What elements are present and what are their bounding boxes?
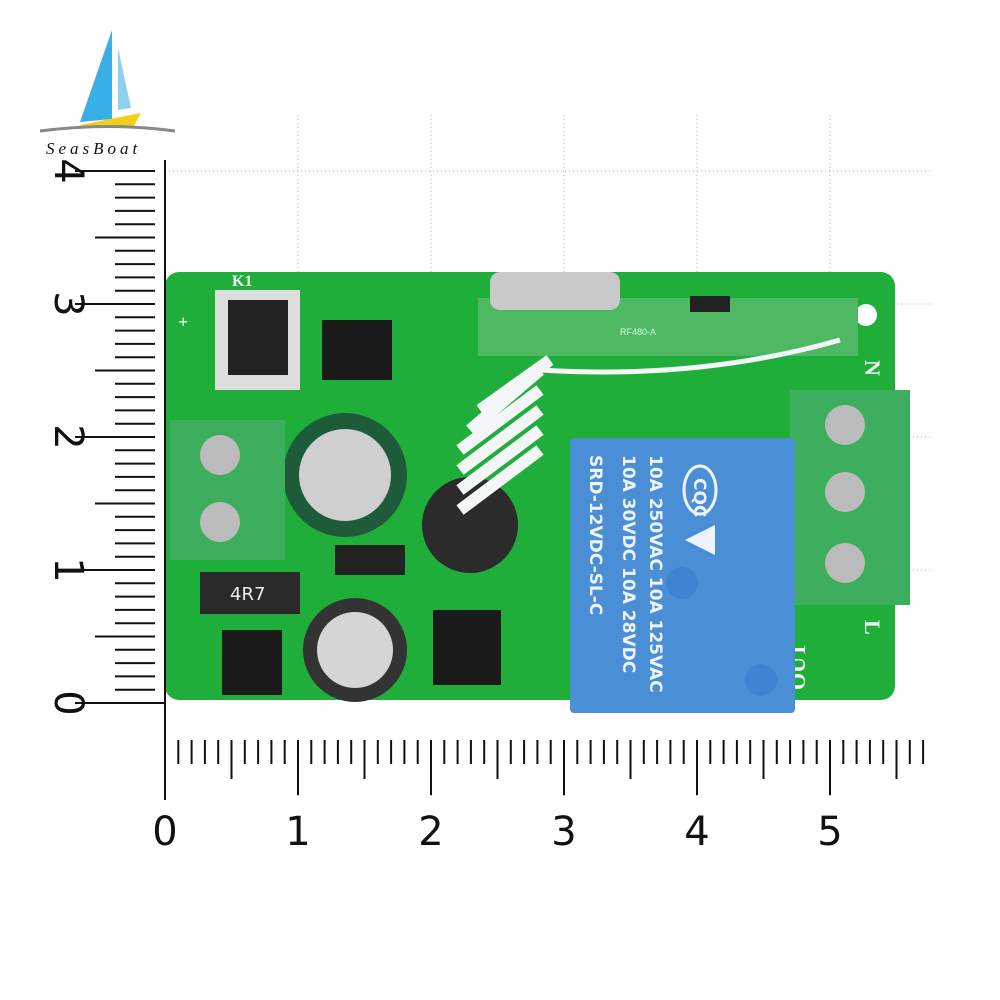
ruler-label-y: 1: [45, 557, 91, 582]
relay-brand: CQC: [689, 478, 709, 517]
l-label: L: [860, 620, 885, 635]
ruler: [75, 160, 925, 800]
ic-chip: [322, 320, 392, 380]
ruler-label-y: 4: [45, 158, 91, 183]
ruler-label-x: 5: [817, 809, 842, 855]
plus-label: +: [178, 312, 188, 332]
relay-rating-1: 10A 250VAC 10A 125VAC: [645, 455, 665, 693]
ruler-label-x: 3: [551, 809, 576, 855]
crystal-oscillator: [490, 272, 620, 310]
diode: [335, 545, 405, 575]
rectifier: [222, 630, 282, 695]
ruler-label-y: 2: [45, 424, 91, 449]
relay-model: SRD-12VDC-SL-C: [585, 455, 605, 615]
push-button-k1: [228, 300, 288, 375]
ruler-label-x: 4: [684, 809, 709, 855]
power-inductor: [422, 477, 518, 573]
ic-chip: [433, 610, 501, 685]
antenna-coil: [456, 337, 841, 515]
ruler-label-x: 0: [152, 809, 177, 855]
ruler-label-y: 0: [45, 690, 91, 715]
inductor-marking: 4R7: [230, 584, 265, 605]
relay-rating-2: 10A 30VDC 10A 28VDC: [618, 455, 638, 673]
ruler-label-x: 1: [285, 809, 310, 855]
seasboat-logo: SeasBoat: [39, 30, 176, 158]
inductor-smd: [200, 572, 300, 614]
ruler-label-y: 3: [45, 291, 91, 316]
rf-module-marking: RF480-A: [620, 327, 656, 337]
relay: 10A 250VAC 10A 125VAC 10A 30VDC 10A 28VD…: [570, 438, 795, 713]
pcb-board: RF480-A K1 + IN 4R7 N L OUT: [165, 272, 910, 713]
k1-label: K1: [232, 273, 252, 290]
ruler-label-x: 2: [418, 809, 443, 855]
logo-text: SeasBoat: [46, 139, 141, 158]
n-label: N: [860, 360, 885, 376]
